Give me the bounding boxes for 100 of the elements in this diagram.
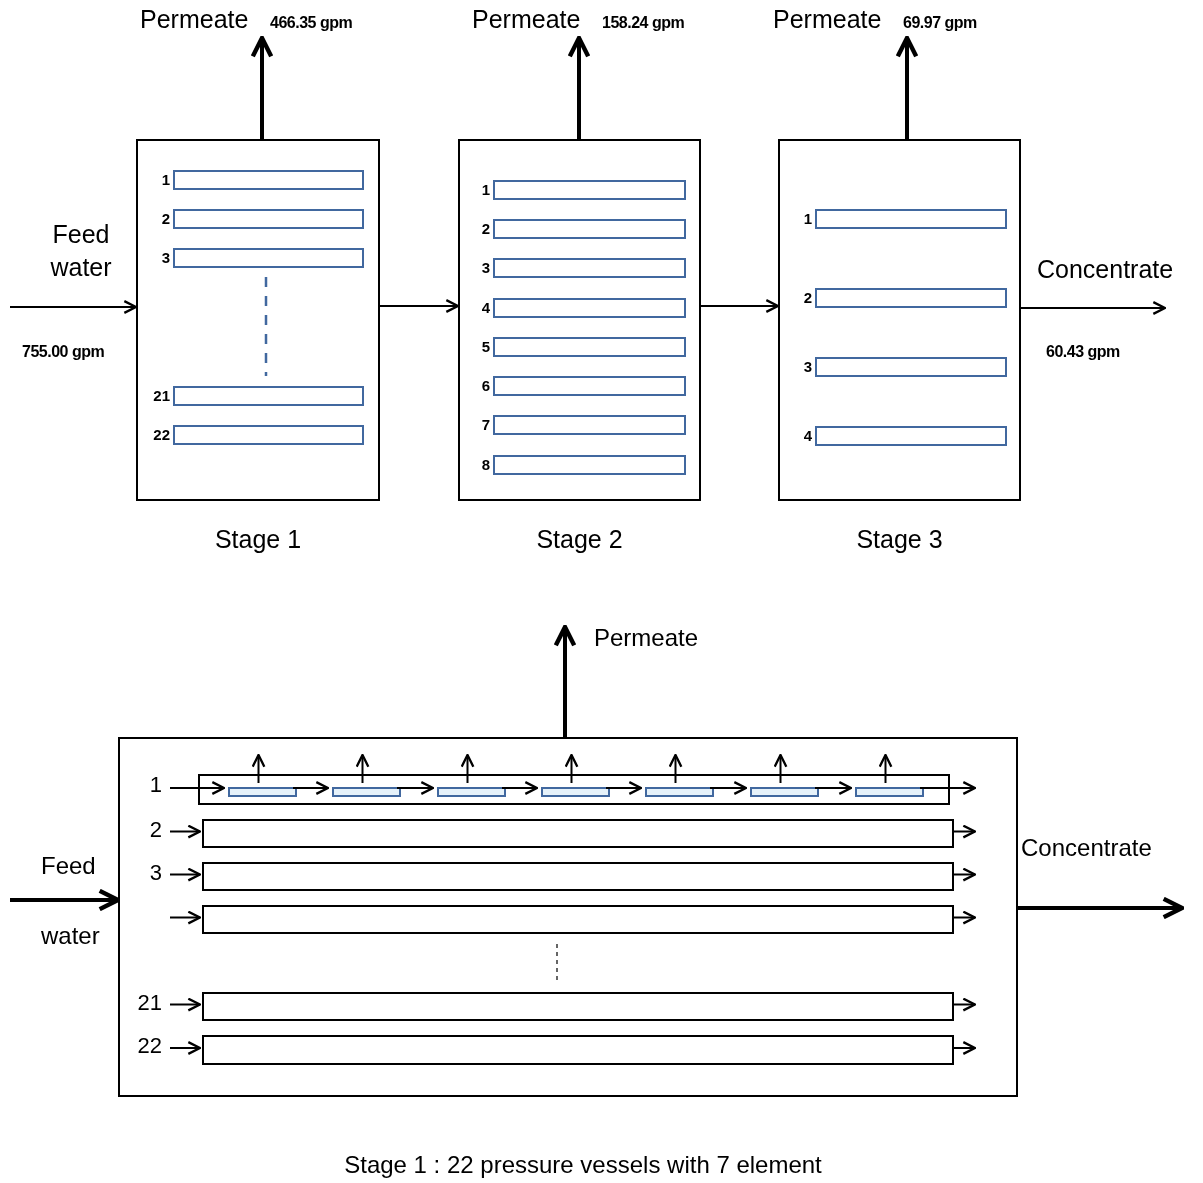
arrow (292, 781, 330, 795)
vessel-number: 1 (480, 181, 490, 198)
vessel-number: 1 (148, 772, 162, 798)
arrow (895, 35, 919, 139)
pressure-vessel (493, 258, 686, 278)
arrow (951, 910, 977, 925)
membrane-element (855, 787, 924, 797)
arrow (251, 753, 266, 784)
arrow (169, 997, 202, 1012)
caption: Stage 1 : 22 pressure vessels with 7 element (343, 1151, 823, 1179)
arrow (169, 824, 202, 839)
vessel-number: 2 (480, 220, 490, 237)
arrow (250, 35, 274, 139)
pressure-vessel (202, 862, 954, 891)
vessel-number: 3 (148, 860, 162, 886)
stream-label: Permeate (594, 623, 699, 653)
stream-label: Feed water (49, 219, 113, 283)
stream-label: Concentrate (1021, 833, 1152, 863)
stream-label: Permeate (472, 4, 581, 38)
stage-label: Stage 3 (855, 525, 944, 554)
arrow (709, 781, 748, 795)
vessel-number: 7 (480, 416, 490, 433)
vessel-number: 1 (802, 210, 812, 227)
vessel-number: 21 (152, 387, 170, 404)
vessel-number: 4 (480, 299, 490, 316)
pressure-vessel (173, 248, 364, 268)
pressure-vessel (173, 425, 364, 445)
flow-rate: 755.00 gpm (22, 342, 105, 362)
vessel-number: 3 (480, 259, 490, 276)
arrow (1020, 301, 1167, 315)
pressure-vessel (493, 415, 686, 435)
vessel-number: 22 (136, 1033, 162, 1059)
flow-rate: 69.97 gpm (903, 14, 977, 32)
vessel-number: 2 (148, 817, 162, 843)
pressure-vessel (815, 426, 1007, 446)
pressure-vessel (493, 180, 686, 200)
pressure-vessel (815, 357, 1007, 377)
vessel-number: 21 (136, 990, 162, 1016)
pressure-vessel (173, 209, 364, 229)
stream-label: Permeate (773, 4, 882, 38)
arrow (553, 624, 577, 737)
pressure-vessel (202, 992, 954, 1021)
pressure-vessel (493, 376, 686, 396)
arrow (460, 753, 475, 784)
vessel-number: 6 (480, 377, 490, 394)
pressure-vessel (815, 209, 1007, 229)
arrow (379, 299, 460, 313)
arrow (169, 867, 202, 882)
vessel-number: 3 (802, 358, 812, 375)
pressure-vessel (202, 1035, 954, 1065)
membrane-element (332, 787, 401, 797)
stream-label: Permeate (140, 4, 249, 38)
arrow (605, 781, 643, 795)
flow-rate: 60.43 gpm (1046, 342, 1120, 362)
arrow (700, 299, 780, 313)
arrow (814, 781, 853, 795)
vessel-number: 1 (160, 171, 170, 188)
pressure-vessel (493, 298, 686, 318)
arrow (355, 753, 370, 784)
arrow (564, 753, 579, 784)
flow-rate: 158.24 gpm (602, 14, 685, 32)
vessel-number: 8 (480, 456, 490, 473)
arrow (951, 824, 977, 839)
arrow (10, 888, 121, 912)
arrow (501, 781, 539, 795)
membrane-element (750, 787, 819, 797)
membrane-element (228, 787, 297, 797)
pressure-vessel (202, 819, 954, 848)
arrow (919, 781, 977, 795)
stage-label: Stage 1 (213, 525, 303, 554)
stage-label: Stage 2 (535, 525, 624, 554)
membrane-element (437, 787, 506, 797)
pressure-vessel (173, 386, 364, 406)
membrane-element (645, 787, 714, 797)
stage-box (118, 737, 1018, 1097)
arrow (169, 781, 226, 795)
vessel-number: 2 (160, 210, 170, 227)
vessel-number: 22 (152, 426, 170, 443)
vessel-number: 3 (160, 249, 170, 266)
pressure-vessel (173, 170, 364, 190)
arrow (951, 1041, 977, 1055)
pressure-vessel (815, 288, 1007, 308)
stream-label: Feed (41, 851, 96, 881)
arrow (567, 35, 591, 139)
vessel-number: 2 (802, 289, 812, 306)
pressure-vessel (493, 219, 686, 239)
stream-label: water (41, 921, 100, 951)
arrow (1018, 896, 1185, 920)
arrow (878, 753, 893, 784)
arrow (396, 781, 435, 795)
pressure-vessel (493, 455, 686, 475)
arrow (9, 300, 138, 314)
vessel-number: 4 (802, 427, 812, 444)
arrow (169, 910, 202, 925)
arrow (668, 753, 683, 784)
vessel-number: 5 (480, 338, 490, 355)
arrow (951, 867, 977, 882)
pressure-vessel (202, 905, 954, 934)
arrow (951, 997, 977, 1012)
arrow (169, 1041, 202, 1055)
